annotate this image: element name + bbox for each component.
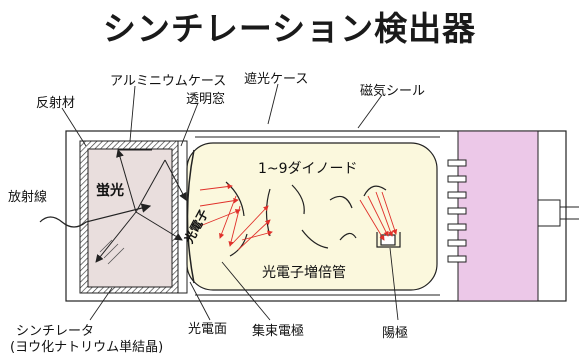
label-light-shield-case: 遮光ケース: [244, 72, 309, 87]
transparent-window: [177, 140, 188, 294]
photocathode-surface: [186, 149, 195, 284]
label-photocathode: 光電面: [188, 322, 228, 337]
magnetic-seal-region: [457, 130, 539, 302]
label-scintillator-note: (ヨウ化ナトリウム単結晶): [10, 340, 164, 355]
anode-plate: [380, 234, 396, 246]
label-transparent-window: 透明窓: [186, 92, 226, 107]
socket-pins: [447, 159, 467, 263]
label-scintillator: シンチレータ: [16, 324, 95, 339]
label-reflector: 反射材: [36, 96, 76, 111]
electron-paths: [199, 183, 398, 251]
radiation-path: [39, 203, 152, 228]
label-radiation: 放射線: [8, 190, 48, 205]
label-aluminium-case: アルミニウムケース: [110, 74, 227, 89]
label-fluorescence: 蛍光: [96, 183, 124, 199]
fluorescence-rays: [95, 149, 187, 263]
label-anode: 陽極: [382, 326, 409, 341]
page-title: シンチレーション検出器: [102, 9, 477, 48]
label-focusing-electrode: 集束電極: [252, 324, 305, 339]
label-dynodes: 1~9ダイノード: [258, 161, 358, 177]
crystal-sheen: [99, 239, 125, 265]
connector-block: [537, 199, 561, 227]
label-magnetic-seal: 磁気シール: [360, 84, 426, 99]
label-pmt: 光電子増倍管: [262, 265, 346, 281]
leader-lines: [61, 83, 399, 321]
anode-cup: [376, 232, 401, 248]
